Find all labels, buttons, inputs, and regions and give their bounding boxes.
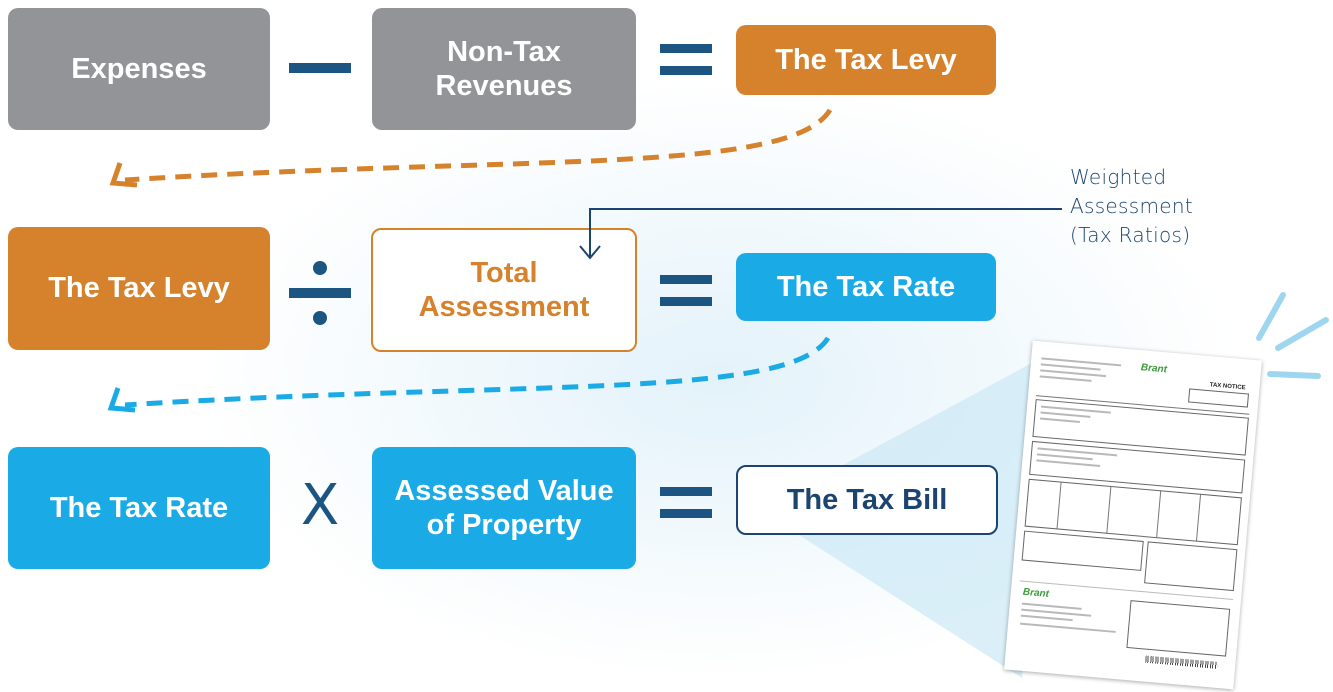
expenses-box: Expenses <box>8 8 270 130</box>
tax-levy-box: The Tax Levy <box>8 227 270 350</box>
assessed-value-label: Assessed Value of Property <box>394 474 614 541</box>
total-assessment-box: Total Assessment <box>371 228 637 352</box>
tax-bill-result-box: The Tax Bill <box>736 465 998 535</box>
tax-levy-result-label: The Tax Levy <box>775 43 957 76</box>
tax-levy-result-box: The Tax Levy <box>736 25 996 95</box>
multiply-operator: X <box>300 473 340 538</box>
note-line-3: (Tax Ratios) <box>1070 223 1191 247</box>
note-line-2: Assessment <box>1070 194 1193 218</box>
tax-rate-result-box: The Tax Rate <box>736 253 996 321</box>
brant-logo-stub-1: Brant <box>1022 586 1050 600</box>
tax-rate-box: The Tax Rate <box>8 447 270 569</box>
expenses-label: Expenses <box>71 52 207 85</box>
brant-logo: Brant <box>1140 362 1168 376</box>
tax-bill-document: Brant TAX NOTICE Brant <box>1004 340 1262 690</box>
assessed-value-box: Assessed Value of Property <box>372 447 636 569</box>
tax-bill-result-label: The Tax Bill <box>786 483 948 516</box>
non-tax-revenues-box: Non-Tax Revenues <box>372 8 636 130</box>
non-tax-revenues-label: Non-Tax Revenues <box>435 35 573 102</box>
note-line-1: Weighted <box>1070 165 1167 189</box>
tax-levy-label: The Tax Levy <box>48 272 230 305</box>
total-assessment-label: Total Assessment <box>418 256 590 323</box>
weighted-assessment-note: Weighted Assessment (Tax Ratios) <box>1070 163 1250 250</box>
tax-rate-result-label: The Tax Rate <box>776 270 956 303</box>
tax-rate-label: The Tax Rate <box>49 491 229 524</box>
